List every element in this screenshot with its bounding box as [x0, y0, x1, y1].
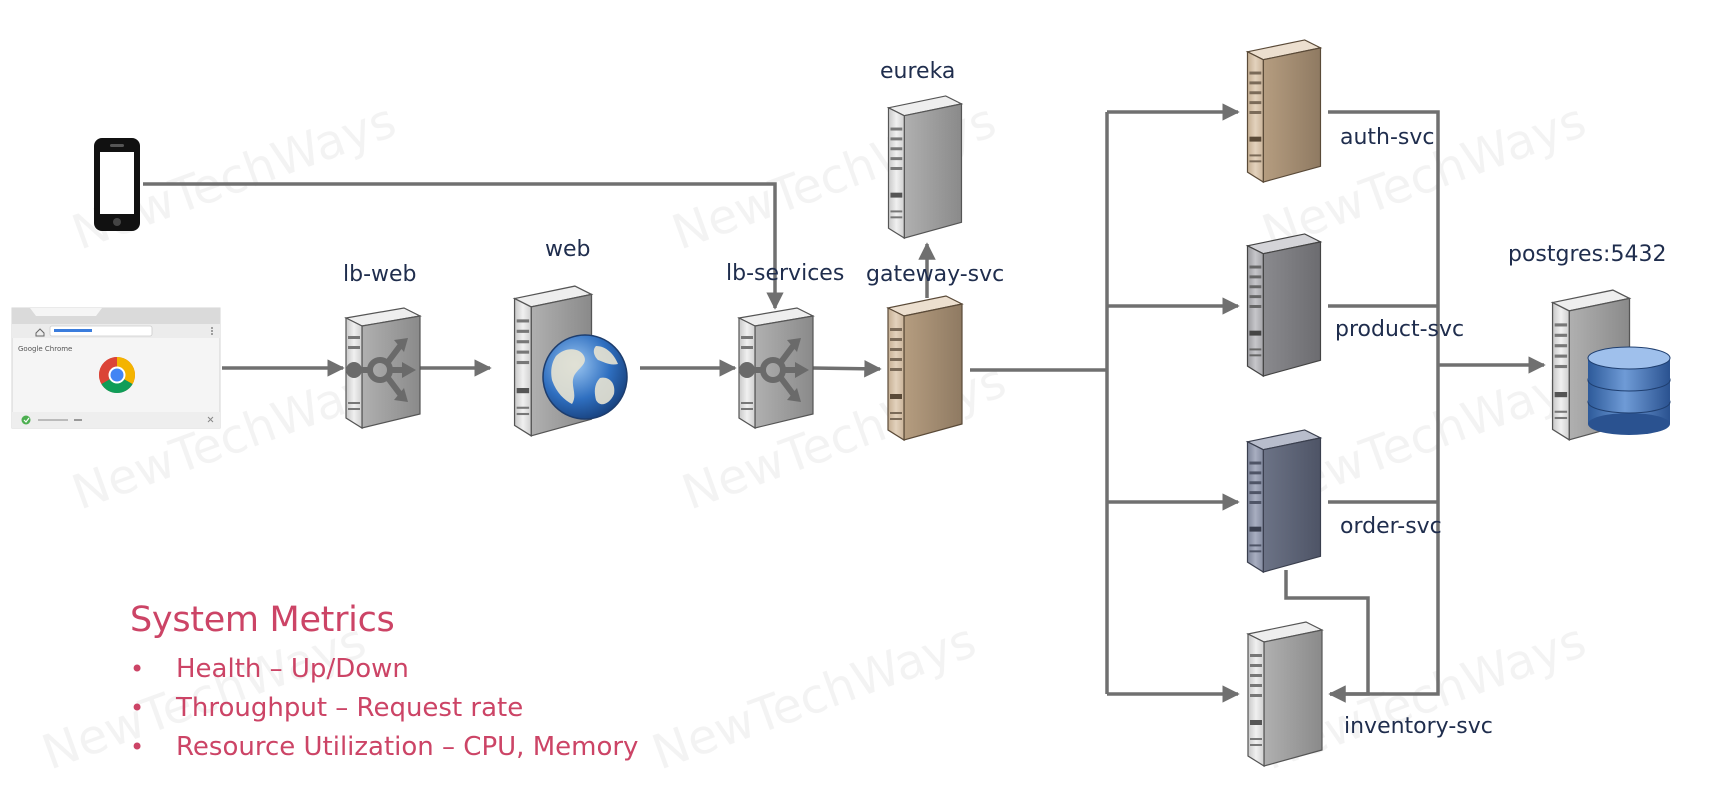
server-icon	[887, 95, 963, 239]
lb-services-to-gateway-arrow	[811, 360, 882, 378]
database-server-icon	[1551, 289, 1671, 441]
database-icon	[1587, 346, 1671, 435]
lb-services-label: lb-services	[726, 261, 844, 286]
order-to-inventory-arrow	[1284, 570, 1370, 703]
services-bus-right	[1328, 110, 1440, 696]
server-icon	[1246, 429, 1322, 573]
lb-web-label: lb-web	[343, 262, 417, 287]
product-svc-node: product-svc	[1246, 233, 1464, 377]
gateway-svc-node: gateway-svc	[866, 262, 1004, 441]
eureka-label: eureka	[880, 59, 955, 84]
web-server-globe-icon	[513, 285, 628, 437]
postgres-label: postgres:5432	[1508, 242, 1666, 267]
system-metrics-list: Health – Up/Down Throughput – Request ra…	[130, 650, 638, 767]
server-icon	[1247, 621, 1323, 767]
browser-client: Google Chrome	[11, 307, 221, 429]
eureka-node: eureka	[880, 59, 963, 239]
product-svc-label: product-svc	[1335, 317, 1464, 342]
metric-item-resource-utilization: Resource Utilization – CPU, Memory	[130, 728, 638, 767]
auth-svc-label: auth-svc	[1340, 125, 1435, 150]
smartphone-icon	[94, 138, 140, 231]
load-balancer-icon	[739, 308, 813, 428]
load-balancer-icon	[346, 308, 420, 428]
inventory-svc-node: inventory-svc	[1247, 621, 1493, 767]
mobile-to-lb-services-arrow	[143, 182, 784, 310]
metric-item-health: Health – Up/Down	[130, 650, 638, 689]
lb-web-node: lb-web	[343, 262, 420, 428]
web-node: web	[513, 237, 628, 437]
web-label: web	[545, 237, 591, 262]
server-icon	[887, 295, 963, 441]
gateway-svc-label: gateway-svc	[866, 262, 1004, 287]
lb-services-node: lb-services	[726, 261, 844, 428]
system-metrics-title: System Metrics	[130, 600, 395, 640]
chrome-logo-icon	[98, 357, 136, 394]
order-svc-label: order-svc	[1340, 514, 1442, 539]
auth-svc-node: auth-svc	[1246, 39, 1435, 183]
watermark-text: NewTechWays	[645, 613, 983, 782]
mobile-phone	[94, 138, 140, 231]
system-metrics-panel: System Metrics Health – Up/Down Throughp…	[130, 600, 638, 767]
order-svc-node: order-svc	[1246, 429, 1442, 573]
chrome-brand-text: Google Chrome	[18, 345, 72, 353]
chrome-browser-icon: Google Chrome	[11, 307, 221, 429]
connectors	[143, 103, 1546, 703]
server-icon	[1246, 233, 1322, 377]
inventory-svc-label: inventory-svc	[1344, 714, 1493, 739]
postgres-node: postgres:5432	[1508, 242, 1671, 441]
metric-item-throughput: Throughput – Request rate	[130, 689, 638, 728]
server-icon	[1246, 39, 1322, 183]
